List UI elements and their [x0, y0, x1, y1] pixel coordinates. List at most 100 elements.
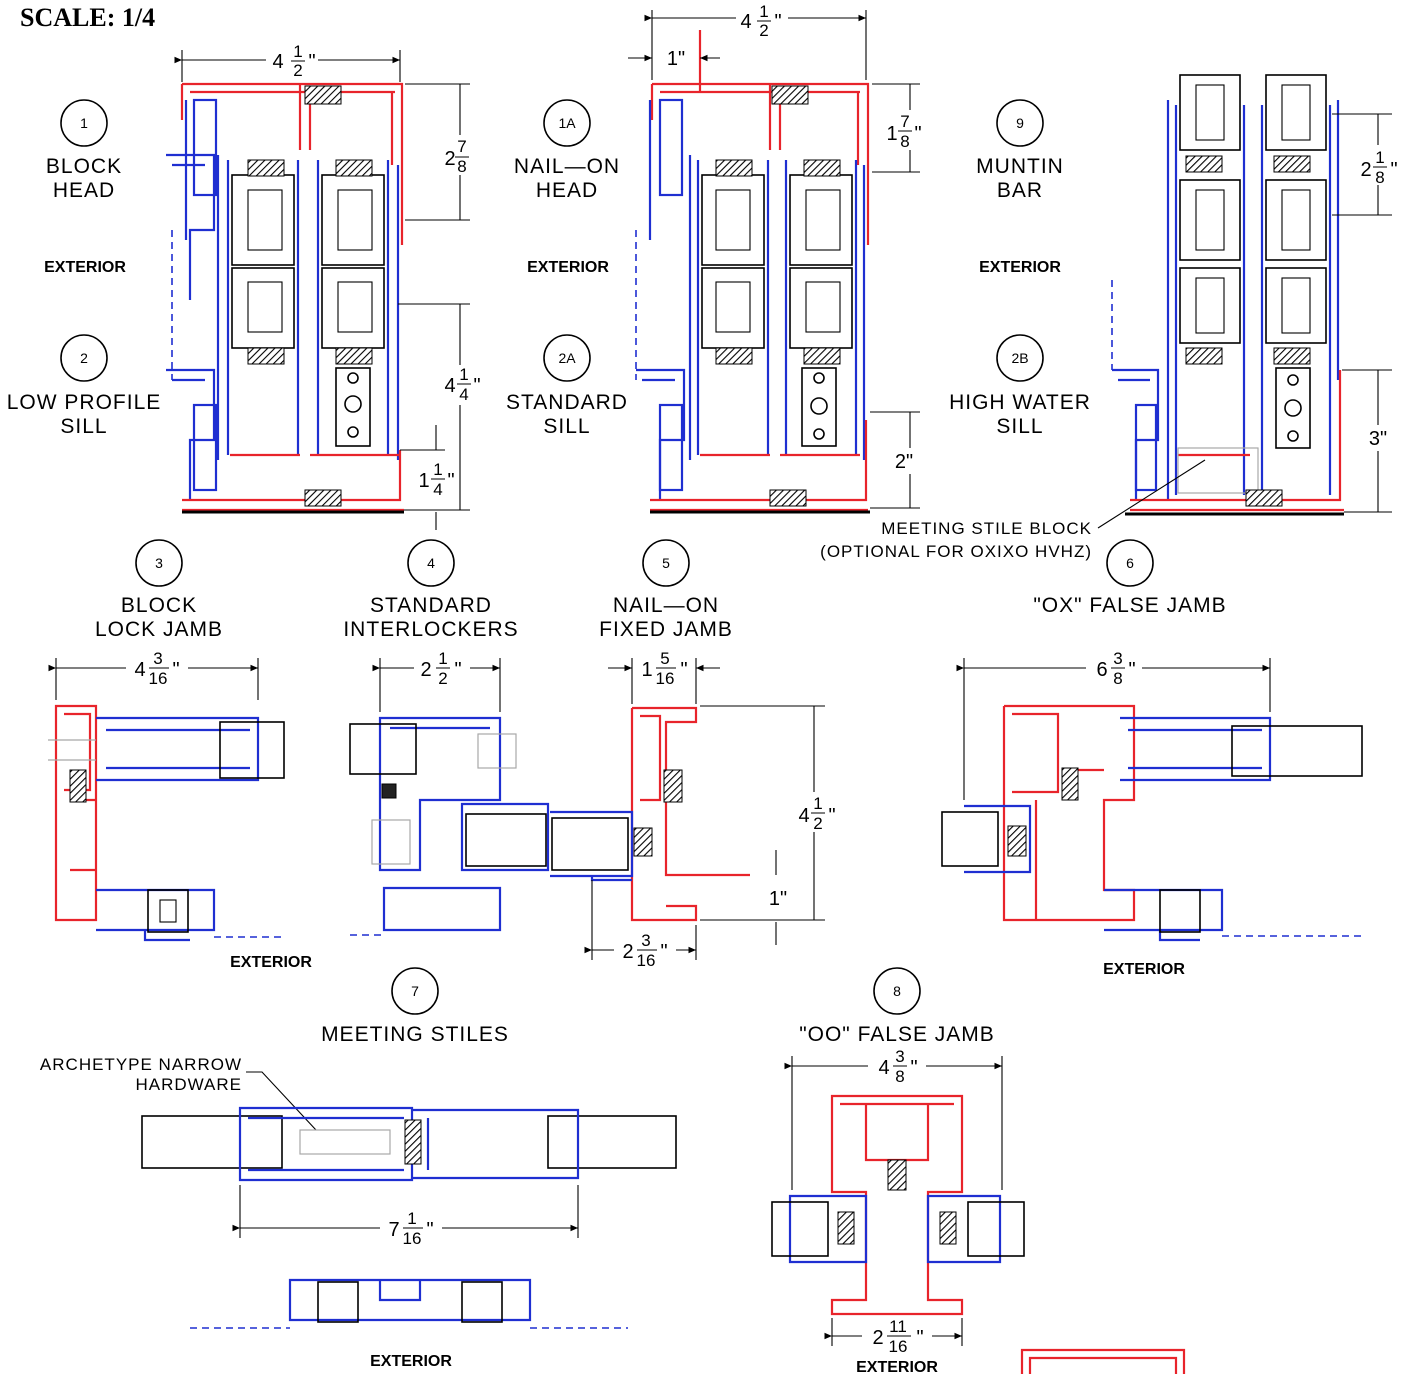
- dim-den: 16: [637, 951, 656, 970]
- detail-1a-title-line1: NAIL—ON: [514, 155, 620, 178]
- dim-d8-bottom: 2 11 16 ": [824, 1317, 963, 1356]
- dim-d2-small: 1 1 4 ": [400, 425, 455, 530]
- dim-den: 2: [759, 21, 768, 40]
- detail-8-oo-false-jamb-drawing: [771, 1094, 1025, 1316]
- detail-2-number: 2: [80, 350, 88, 366]
- dim-num: 1: [813, 794, 822, 813]
- svg-text:": ": [660, 941, 667, 963]
- detail-5-callout: [642, 539, 690, 587]
- dim-den: 8: [1375, 168, 1384, 187]
- archetype-leader: [246, 1071, 317, 1131]
- detail-2-low-profile-sill-drawing: [166, 267, 404, 514]
- detail-2-title-line2: SILL: [60, 415, 107, 438]
- detail-9-title-line2: BAR: [997, 179, 1043, 202]
- dim-whole: 4: [134, 659, 145, 681]
- detail-3-callout: [135, 539, 183, 587]
- svg-text:": ": [172, 659, 179, 681]
- dim-whole: 4: [740, 11, 751, 33]
- dim-d5-fin: 1": [769, 850, 787, 945]
- dim-whole: 2: [622, 941, 633, 963]
- detail-8-callout: [873, 967, 921, 1015]
- dim-whole: 4: [444, 375, 455, 397]
- dim-whole: 2: [1360, 159, 1371, 181]
- detail-7-number: 7: [411, 983, 419, 999]
- svg-text:": ": [914, 123, 921, 145]
- detail-9-callout: [996, 99, 1044, 147]
- detail-6-ox-false-jamb-drawing: [941, 704, 1363, 942]
- dim-d3-width: 4 3 16 ": [48, 649, 259, 700]
- dim-num: 3: [895, 1047, 904, 1066]
- detail-6-callout: [1106, 539, 1154, 587]
- dim-d2a-right: 2": [870, 411, 926, 509]
- detail-2b-callout: [996, 334, 1044, 382]
- dim-den: 16: [656, 669, 675, 688]
- dim-num: 3: [641, 931, 650, 950]
- dim-den: 2: [293, 61, 302, 80]
- detail-4-title-line1: STANDARD: [370, 594, 492, 617]
- dim-d1-right: 2 7 8: [405, 83, 484, 221]
- dim-d1-width: 4 1 2 ": [174, 42, 401, 82]
- meeting-stile-note-line1: MEETING STILE BLOCK: [881, 519, 1092, 538]
- detail-2b-title-line2: SILL: [996, 415, 1043, 438]
- detail-7-callout: [391, 967, 439, 1015]
- dim-whole: 4: [272, 51, 283, 73]
- dim-den: 8: [1113, 669, 1122, 688]
- detail-2b-number: 2B: [1011, 350, 1028, 366]
- detail-5-number: 5: [662, 555, 670, 571]
- dim-den: 2: [438, 669, 447, 688]
- dim-whole: 4: [878, 1057, 889, 1079]
- detail-2a-callout: [543, 334, 591, 382]
- dim-num: 1: [407, 1209, 416, 1228]
- dim-den: 4: [459, 385, 468, 404]
- detail-7-exterior-label: EXTERIOR: [370, 1353, 452, 1370]
- detail-2-title-line1: LOW PROFILE: [7, 391, 162, 414]
- dim-whole: 7: [388, 1219, 399, 1241]
- detail-2a-title-line2: SILL: [543, 415, 590, 438]
- dim-num: 7: [457, 137, 466, 156]
- svg-text:": ": [473, 375, 480, 397]
- dim-d1a-right: 1 7 8 ": [872, 83, 928, 173]
- detail-3-exterior-label: EXTERIOR: [230, 954, 312, 971]
- detail-8-exterior-label: EXTERIOR: [856, 1359, 938, 1374]
- svg-text:": ": [774, 11, 781, 33]
- detail-4-callout: [407, 539, 455, 587]
- svg-text:": ": [680, 659, 687, 681]
- dim-num: 1: [759, 2, 768, 21]
- svg-text:": ": [454, 659, 461, 681]
- dim-den: 2: [813, 814, 822, 833]
- detail-1-number: 1: [80, 115, 88, 131]
- detail-8-number: 8: [893, 983, 901, 999]
- dim-num: 5: [660, 649, 669, 668]
- detail-5-title-line2: FIXED JAMB: [599, 618, 733, 641]
- dim-den: 8: [895, 1067, 904, 1086]
- dim-num: 3: [1113, 649, 1122, 668]
- svg-text:": ": [828, 805, 835, 827]
- dim-den: 16: [889, 1337, 908, 1356]
- dim-d2b-right: 3": [1342, 369, 1398, 513]
- dim-num: 3: [153, 649, 162, 668]
- dim-whole: 1: [418, 470, 429, 492]
- detail-3-title-line2: LOCK JAMB: [95, 618, 223, 641]
- detail-7-title: MEETING STILES: [321, 1023, 509, 1046]
- detail-2a-title-line1: STANDARD: [506, 391, 628, 414]
- detail-5-title-line1: NAIL—ON: [613, 594, 719, 617]
- svg-text:": ": [447, 470, 454, 492]
- dim-whole: 2: [444, 148, 455, 170]
- dim-whole: 1: [641, 659, 652, 681]
- dim-whole: 4: [798, 805, 809, 827]
- detail-1-exterior-label: EXTERIOR: [44, 259, 126, 276]
- detail-6-title: "OX" FALSE JAMB: [1033, 594, 1226, 617]
- scale-label: SCALE: 1/4: [20, 3, 155, 32]
- dim-d5-fin-text: 1": [769, 888, 787, 910]
- detail-1-block-head-drawing: [166, 82, 404, 460]
- dim-whole: 1: [886, 123, 897, 145]
- detail-6-exterior-label: EXTERIOR: [1103, 961, 1185, 978]
- dim-whole: 2: [872, 1327, 883, 1349]
- dim-num: 11: [889, 1317, 907, 1336]
- detail-2a-number: 2A: [558, 350, 576, 366]
- dim-d2b-right-text: 3": [1369, 428, 1387, 450]
- detail-9-muntin-bar-drawing: [1166, 74, 1340, 500]
- detail-4-title-line2: INTERLOCKERS: [343, 618, 518, 641]
- detail-1-title-line2: HEAD: [53, 179, 115, 202]
